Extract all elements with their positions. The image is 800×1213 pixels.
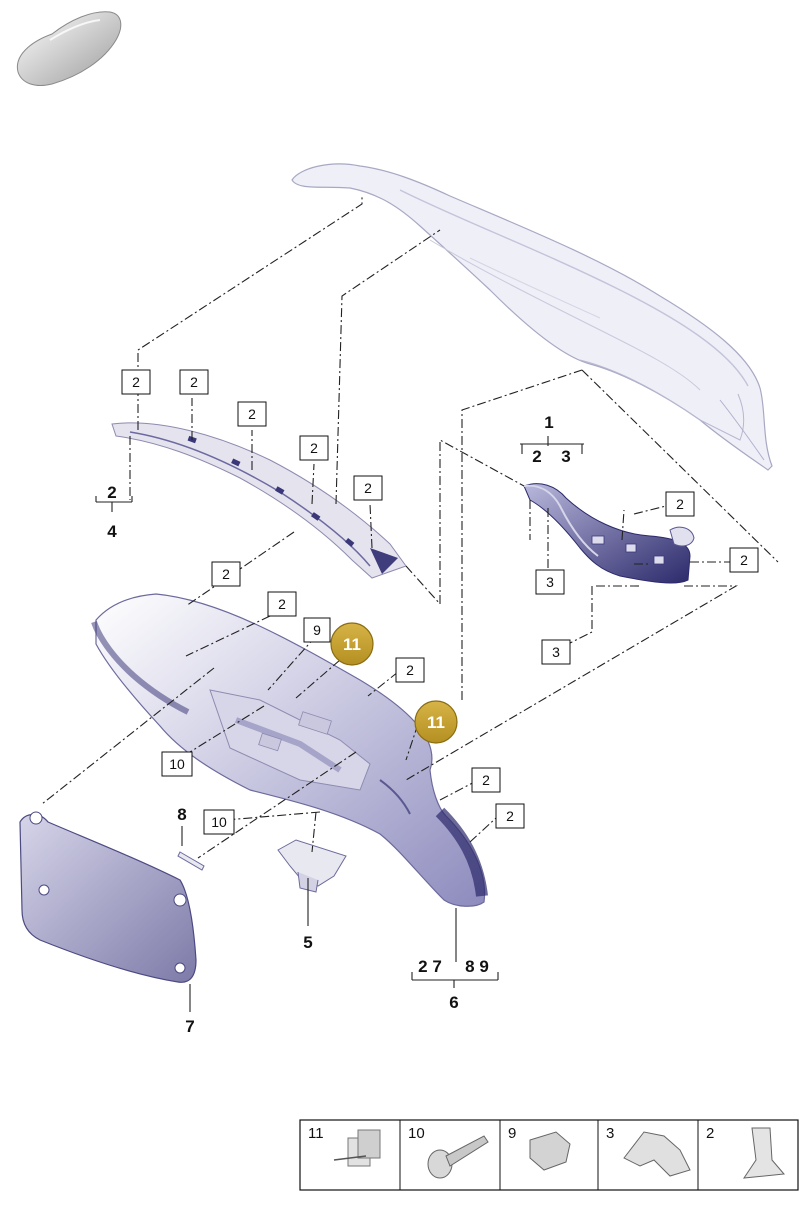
pin-part-8 — [177, 851, 205, 871]
callout-box: 2 — [471, 767, 501, 793]
svg-text:10: 10 — [211, 814, 227, 830]
trunk-lid — [291, 163, 773, 471]
gold-callout-circle: 11 — [414, 700, 458, 744]
svg-text:2: 2 — [132, 374, 140, 390]
svg-text:9: 9 — [313, 622, 321, 638]
svg-text:2: 2 — [406, 662, 414, 678]
solid-leaders — [95, 436, 584, 1012]
svg-text:2: 2 — [676, 496, 684, 512]
part-label-1-sub: 3 — [561, 447, 570, 466]
svg-text:2: 2 — [278, 596, 286, 612]
svg-text:10: 10 — [408, 1125, 425, 1142]
svg-text:2: 2 — [364, 480, 372, 496]
svg-text:2: 2 — [248, 406, 256, 422]
part-label-4-sub: 2 — [107, 483, 116, 502]
svg-text:2: 2 — [222, 566, 230, 582]
legend-cell-3: 3 — [606, 1125, 691, 1177]
callout-box: 2 — [729, 547, 759, 573]
svg-text:3: 3 — [552, 644, 560, 660]
callout-box: 3 — [541, 639, 571, 665]
part-label-6-sub: 8 9 — [465, 957, 489, 976]
svg-text:11: 11 — [427, 713, 445, 732]
part-label-8: 8 — [177, 805, 186, 824]
bracket-clip-icon — [623, 1131, 691, 1177]
callout-box: 10 — [203, 809, 235, 835]
callout-box: 2 — [299, 435, 329, 461]
svg-text:3: 3 — [546, 574, 554, 590]
callout-box: 2 — [211, 561, 241, 587]
part-label-1-sub: 2 — [532, 447, 541, 466]
screw-icon — [427, 1135, 489, 1179]
clip-nut-icon — [333, 1129, 381, 1167]
callout-box: 2 — [353, 475, 383, 501]
callout-boxes: 2 2 2 2 2 2 2 9 2 10 10 2 2 3 3 2 2 — [121, 369, 759, 835]
part-label-4: 4 — [107, 522, 117, 541]
car-thumbnail-icon — [16, 11, 122, 86]
small-parts-legend: 11 10 9 3 2 — [299, 1119, 799, 1191]
svg-text:2: 2 — [740, 552, 748, 568]
svg-text:3: 3 — [606, 1125, 614, 1142]
svg-text:11: 11 — [308, 1125, 324, 1142]
part-label-1: 1 — [544, 413, 553, 432]
cover-panel-part-7 — [19, 811, 197, 983]
legend-cell-2: 2 — [706, 1125, 786, 1179]
plug-icon — [529, 1131, 571, 1171]
svg-text:2: 2 — [190, 374, 198, 390]
svg-text:2: 2 — [506, 808, 514, 824]
legend-cell-11: 11 — [308, 1125, 381, 1167]
part-label-5: 5 — [303, 933, 312, 952]
callout-box: 2 — [179, 369, 209, 395]
clip-icon — [742, 1127, 786, 1179]
part-labels: 1 2 3 2 4 8 5 2 7 8 9 6 7 — [107, 413, 570, 1036]
bracket-part-1 — [523, 483, 695, 584]
gold-callouts: 11 11 — [330, 622, 458, 744]
callout-box: 3 — [535, 569, 565, 595]
callout-box: 10 — [161, 751, 193, 777]
callout-box: 9 — [303, 617, 331, 643]
svg-text:10: 10 — [169, 756, 185, 772]
part-label-6: 6 — [449, 993, 458, 1012]
callout-box: 2 — [395, 657, 425, 683]
callout-box: 2 — [267, 591, 297, 617]
legend-cell-9: 9 — [508, 1125, 571, 1171]
callout-box: 2 — [121, 369, 151, 395]
svg-text:2: 2 — [482, 772, 490, 788]
svg-text:2: 2 — [706, 1125, 714, 1142]
callout-box: 2 — [495, 803, 525, 829]
svg-text:9: 9 — [508, 1125, 516, 1142]
callout-box: 2 — [665, 491, 695, 517]
part-label-6-sub: 2 7 — [418, 957, 442, 976]
svg-text:11: 11 — [343, 635, 361, 654]
callout-box: 2 — [237, 401, 267, 427]
gold-callout-circle: 11 — [330, 622, 374, 666]
legend-cell-10: 10 — [408, 1125, 489, 1179]
svg-text:2: 2 — [310, 440, 318, 456]
part-label-7: 7 — [185, 1017, 194, 1036]
